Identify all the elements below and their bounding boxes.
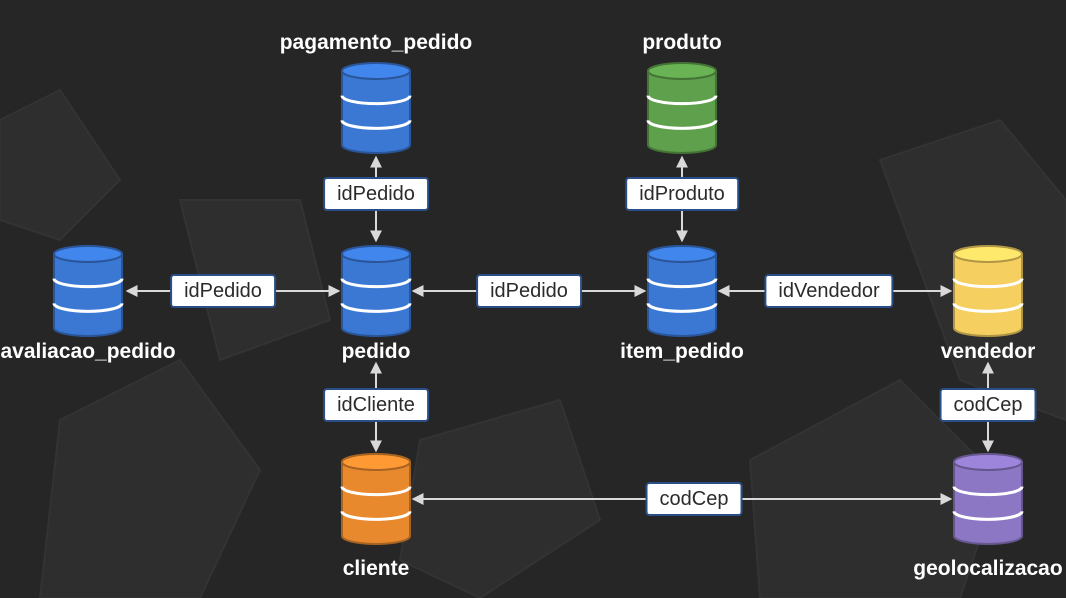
database-icon-pedido bbox=[340, 245, 412, 337]
database-icon-item-pedido bbox=[646, 245, 718, 337]
database-icon-vendedor bbox=[952, 245, 1024, 337]
key-label-cliente-geolocalizacao: codCep bbox=[645, 482, 743, 516]
database-icon-pagamento-pedido bbox=[340, 62, 412, 154]
key-label-pagamento-pedido: idPedido bbox=[323, 177, 429, 211]
database-icon-geolocalizacao bbox=[952, 453, 1024, 545]
key-label-produto-item-pedido: idProduto bbox=[625, 177, 739, 211]
table-label-item-pedido: item_pedido bbox=[620, 340, 744, 363]
table-label-pedido: pedido bbox=[341, 340, 411, 363]
table-label-cliente: cliente bbox=[342, 557, 410, 580]
database-icon-produto bbox=[646, 62, 718, 154]
table-label-geolocalizacao: geolocalizacao bbox=[913, 557, 1063, 580]
database-icon-avaliacao-pedido bbox=[52, 245, 124, 337]
table-label-produto: produto bbox=[642, 31, 722, 54]
table-label-avaliacao-pedido: avaliacao_pedido bbox=[0, 340, 176, 363]
key-label-pedido-item-pedido: idPedido bbox=[476, 274, 582, 308]
key-label-item-pedido-vendedor: idVendedor bbox=[764, 274, 894, 308]
key-label-avaliacao-pedido: idPedido bbox=[170, 274, 276, 308]
database-icon-cliente bbox=[340, 453, 412, 545]
key-label-vendedor-geolocalizacao: codCep bbox=[939, 388, 1037, 422]
key-label-pedido-cliente: idCliente bbox=[323, 388, 429, 422]
table-label-vendedor: vendedor bbox=[940, 340, 1036, 363]
table-label-pagamento-pedido: pagamento_pedido bbox=[279, 31, 473, 54]
